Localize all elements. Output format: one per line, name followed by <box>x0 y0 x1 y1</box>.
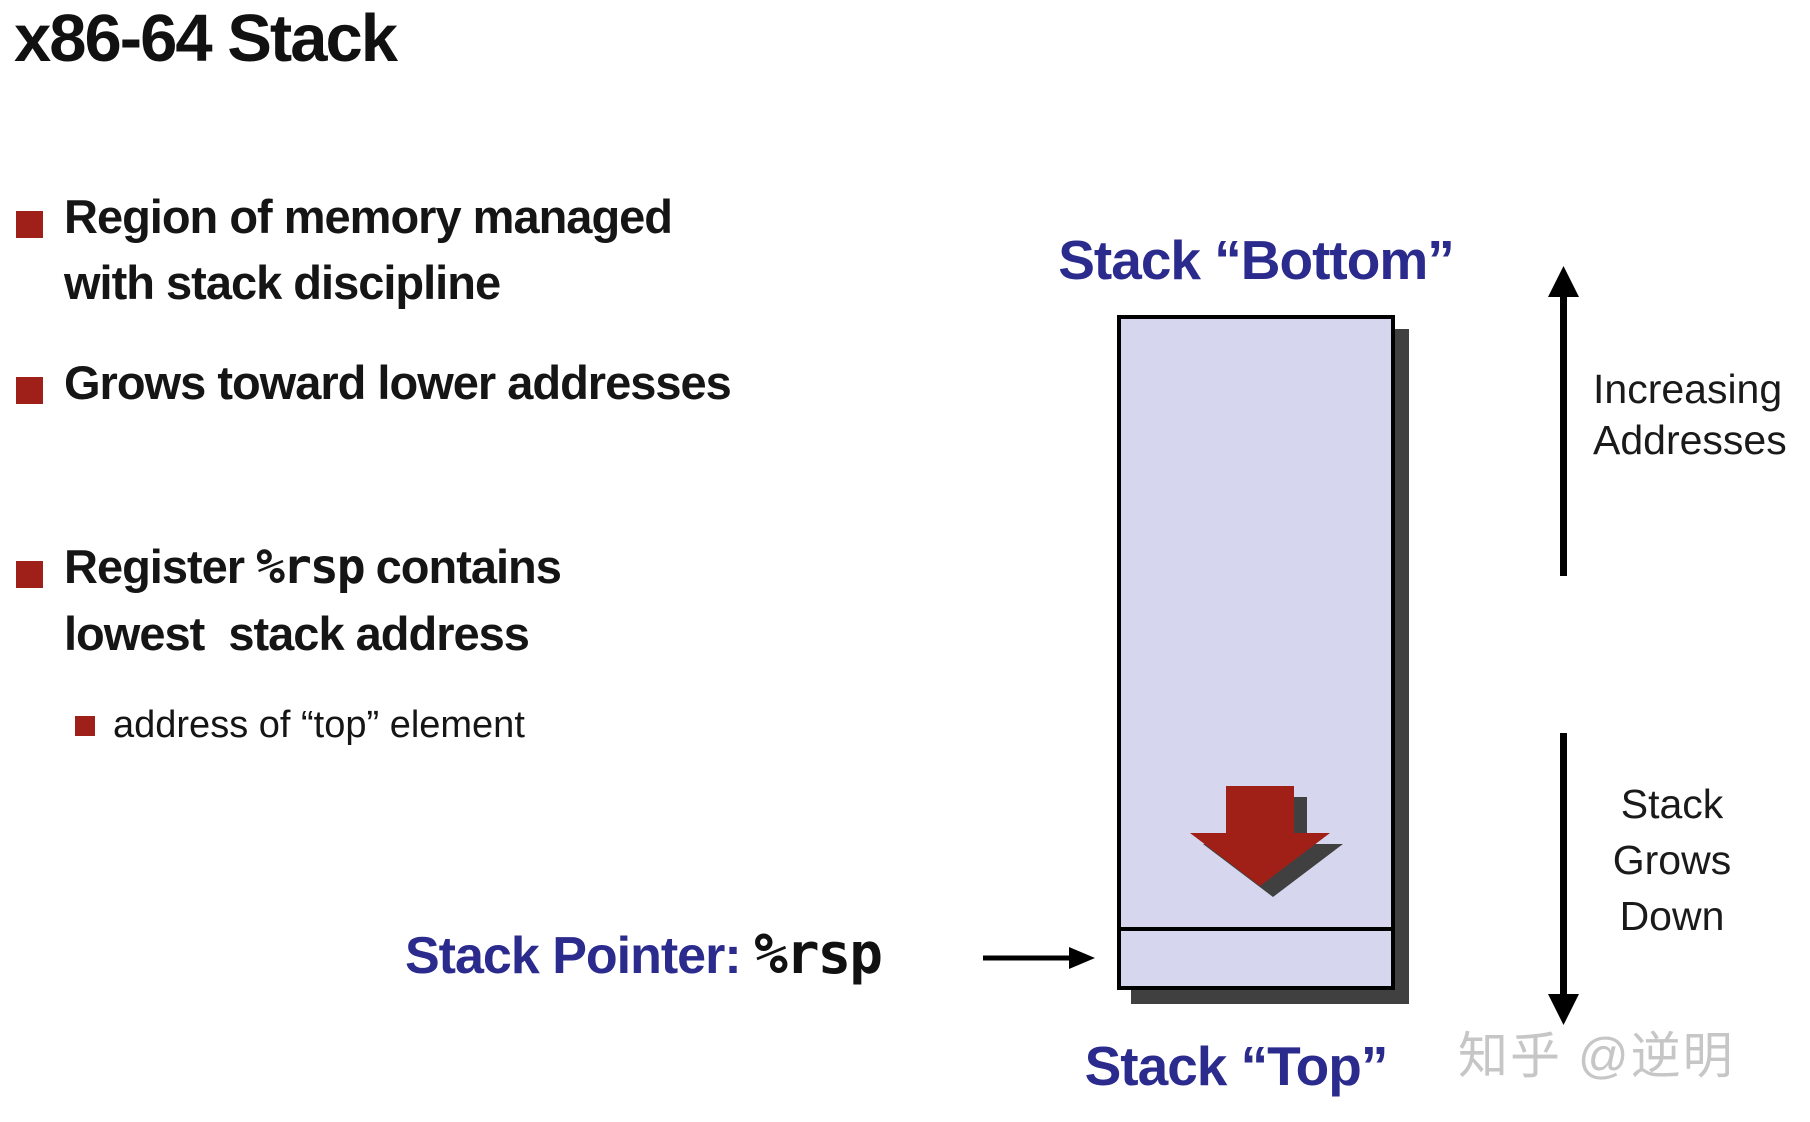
bullet-text: Region of memory managed with stack disc… <box>64 190 673 309</box>
bullet-text: Grows toward lower addresses <box>64 356 732 409</box>
subbullet-text: address of “top” element <box>113 704 525 746</box>
register-rsp-code: %rsp <box>256 540 365 595</box>
page-title: x86-64 Stack <box>14 1 398 76</box>
stack-top-cell <box>1121 927 1391 986</box>
bullet-grows-lower: Grows toward lower addresses <box>16 350 732 416</box>
watermark-zhihu: 知乎 @逆明 <box>1458 1028 1735 1084</box>
increasing-addresses-label: Increasing Addresses <box>1593 366 1787 463</box>
stack-memory-region <box>1117 315 1395 990</box>
subbullet-address-of-top: address of “top” element <box>75 700 525 750</box>
bullet-text: Register %rsp contains lowest stack addr… <box>64 534 562 667</box>
stack-top-label: Stack “Top” <box>1084 1035 1389 1097</box>
bullet-square-icon <box>16 561 43 588</box>
up-arrow-icon <box>1548 266 1579 576</box>
red-down-arrow-icon <box>1190 786 1343 897</box>
bullet-square-icon <box>16 211 43 238</box>
stack-pointer-register: %rsp <box>754 922 883 987</box>
bullet-text-line2: lowest stack address <box>64 607 530 660</box>
bullet-text-prefix: Register <box>64 540 257 593</box>
right-arrow-icon <box>983 947 1095 969</box>
stack-pointer-text: Stack Pointer: <box>405 927 755 985</box>
bullet-square-icon <box>16 377 43 404</box>
bullet-register-rsp: Register %rsp contains lowest stack addr… <box>16 534 562 667</box>
subbullet-square-icon <box>75 716 95 736</box>
bullet-region-of-memory: Region of memory managed with stack disc… <box>16 184 673 316</box>
stack-bottom-label: Stack “Bottom” <box>1058 229 1455 291</box>
down-arrow-icon <box>1548 733 1579 1025</box>
stack-grows-down-label: Stack Grows Down <box>1612 781 1732 939</box>
stack-pointer-label: Stack Pointer: %rsp <box>405 922 883 987</box>
bullet-text-suffix: contains <box>363 540 562 593</box>
